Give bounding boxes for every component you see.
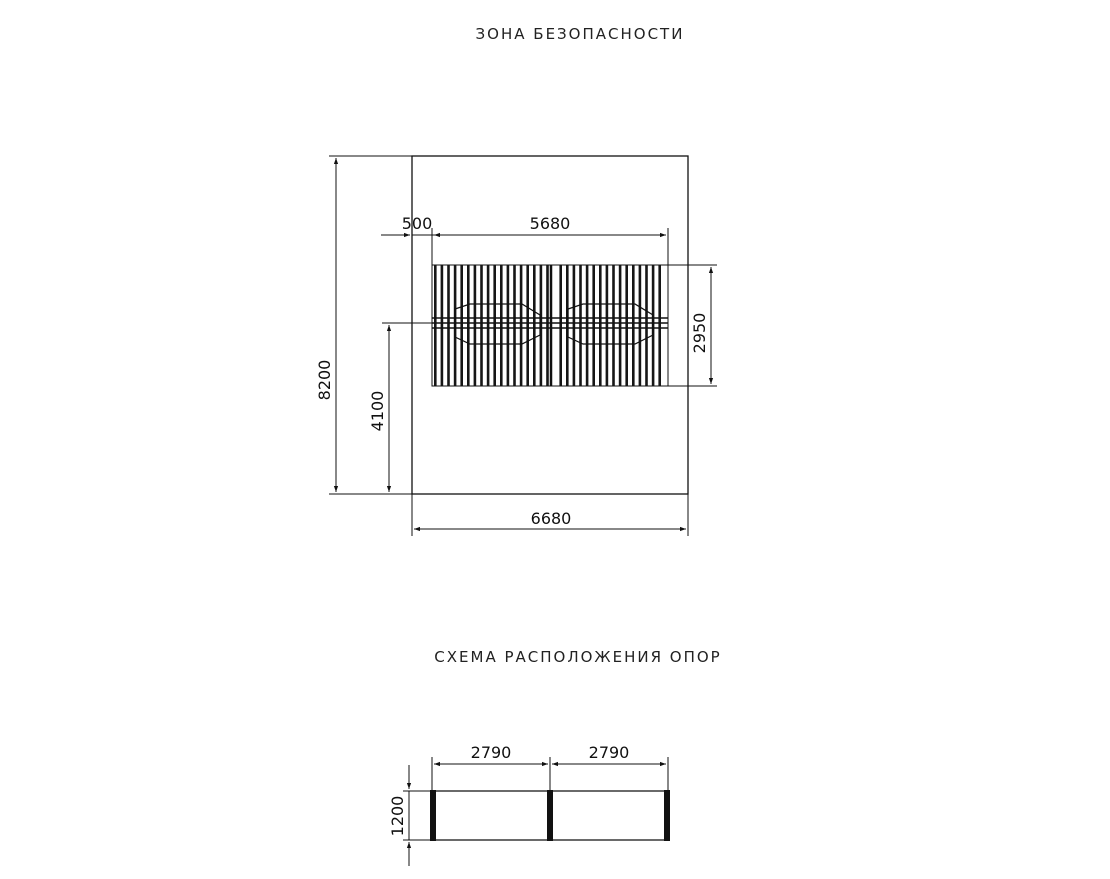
bench-slat [579,265,582,386]
bench-slat [533,265,536,386]
dim-zone-height: 8200 [315,360,334,401]
support-post-right [664,790,670,841]
bench-slat [519,265,523,386]
bench-slat [434,265,437,386]
bench-slat [546,265,549,386]
dim-width: 2950 [690,313,709,354]
bench-slat [572,265,576,386]
bench-slat [566,265,569,386]
bench-slat [599,265,602,386]
bench-slat [493,265,496,386]
safety-zone-title: ЗОНА БЕЗОПАСНОСТИ [476,25,685,43]
support-post-middle [547,790,553,841]
bench-slat [480,265,483,386]
dim-span-left: 2790 [471,743,512,762]
bench-slat [486,265,490,386]
bench-slat [638,265,642,386]
safety-zone-outline [411,155,689,495]
bench-slat [592,265,595,386]
bench-slat [612,265,615,386]
bench-slat [447,265,450,386]
dim-length: 5680 [530,214,571,233]
bench-slat [506,265,510,386]
bench-slat [460,265,463,386]
bench-slat [440,265,444,386]
bench-slat [618,265,622,386]
plan-view: 8200 4100 6680 500 5680 2950 [315,155,717,536]
bench-slat [467,265,470,386]
bench-slat [526,265,529,386]
support-post-left [430,790,436,841]
bench-slat [473,265,477,386]
support-shape-left [454,303,541,345]
support-layout: 2790 2790 1200 [388,743,670,866]
bench-slat [539,265,543,386]
dim-span-right: 2790 [589,743,630,762]
bench-slat [605,265,609,386]
bench-slat [513,265,516,386]
support-layout-title: СХЕМА РАСПОЛОЖЕНИЯ ОПОР [434,648,721,666]
bench-slat [585,265,589,386]
bench-slat [645,265,648,386]
dim-zone-width: 6680 [531,509,572,528]
bench-slat [658,265,661,386]
dim-to-center: 4100 [368,391,387,432]
support-shape-right [567,303,654,345]
dim-offset: 500 [402,214,433,233]
bench-slats [434,265,661,386]
bench-slat [559,265,562,386]
bench-slat [632,265,635,386]
dim-depth: 1200 [388,796,407,837]
bench-slat [500,265,503,386]
equipment-plan [431,264,669,387]
bench-slat [625,265,628,386]
